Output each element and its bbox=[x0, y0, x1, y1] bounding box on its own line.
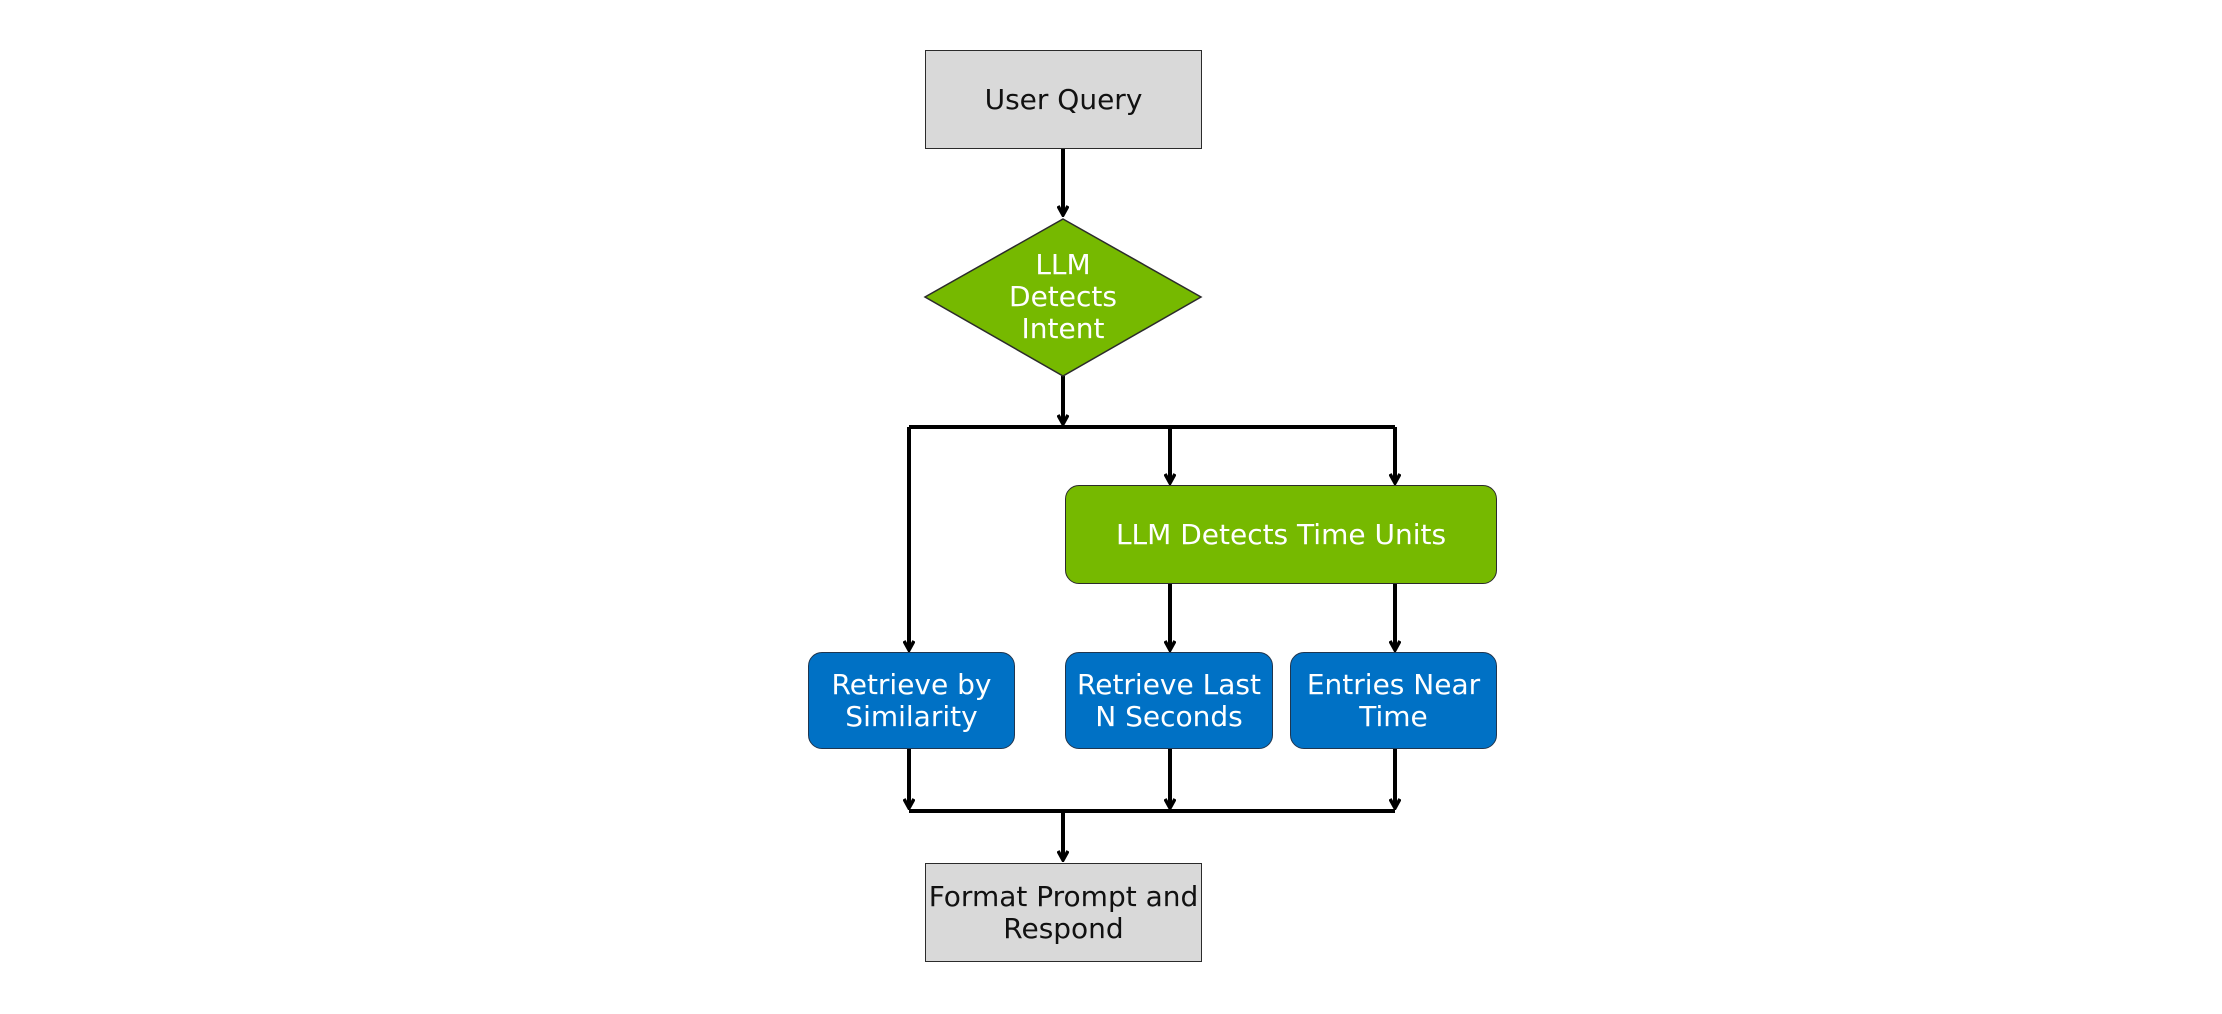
time-units-label: LLM Detects Time Units bbox=[1115, 517, 1447, 551]
user-query-box: User Query bbox=[925, 50, 1202, 149]
retrieve-similarity-label: Retrieve by Similarity bbox=[831, 667, 992, 733]
intent-diamond-label-wrap: LLM Detects Intent bbox=[985, 245, 1141, 349]
time-units-box: LLM Detects Time Units bbox=[1065, 485, 1497, 584]
retrieve-last-n-box: Retrieve Last N Seconds bbox=[1065, 652, 1273, 749]
retrieve-last-n-label: Retrieve Last N Seconds bbox=[1077, 667, 1261, 733]
entries-near-time-label: Entries Near Time bbox=[1306, 667, 1481, 733]
entries-near-time-box: Entries Near Time bbox=[1290, 652, 1497, 749]
intent-diamond-label: LLM Detects Intent bbox=[1009, 248, 1117, 345]
format-prompt-box: Format Prompt and Respond bbox=[925, 863, 1202, 962]
user-query-label: User Query bbox=[984, 82, 1143, 116]
retrieve-similarity-box: Retrieve by Similarity bbox=[808, 652, 1015, 749]
intent-diamond bbox=[923, 218, 1203, 377]
format-prompt-label: Format Prompt and Respond bbox=[928, 879, 1199, 945]
